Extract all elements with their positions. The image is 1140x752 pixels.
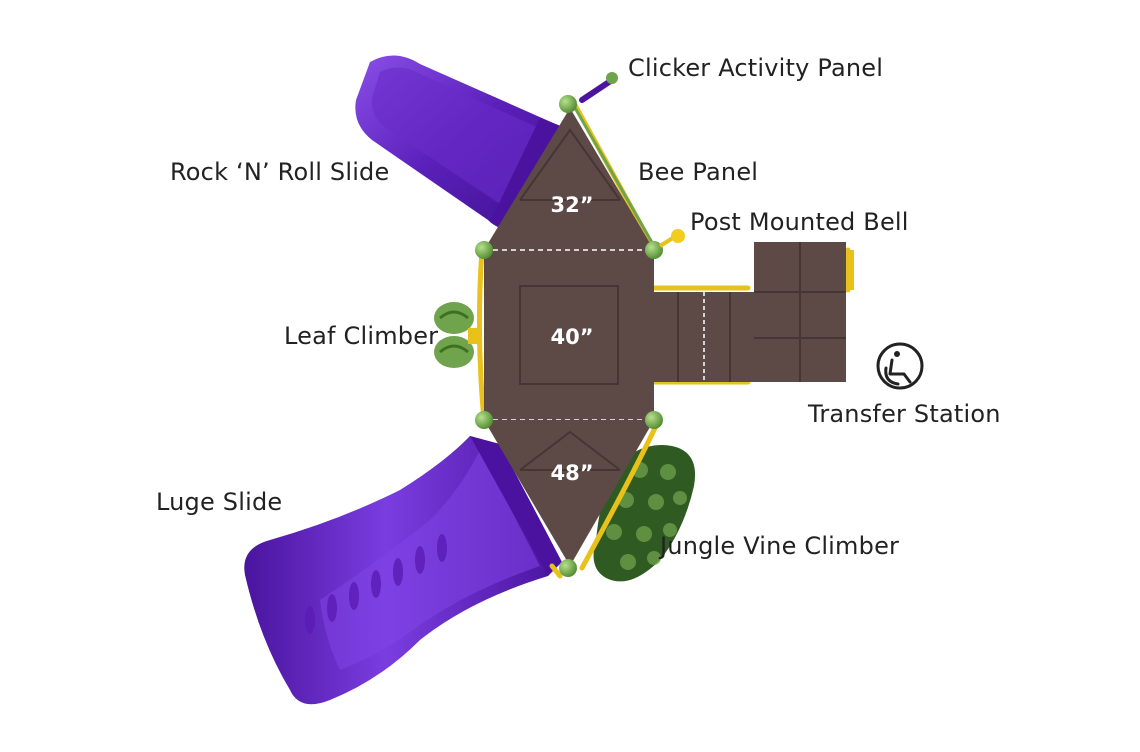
callout-bee-panel: Bee Panel — [638, 158, 759, 186]
callout-post-mounted-bell: Post Mounted Bell — [690, 208, 909, 236]
wheelchair-transfer-icon — [876, 342, 924, 390]
callout-clicker-activity-panel: Clicker Activity Panel — [628, 54, 884, 82]
clicker-activity-panel-shape — [579, 72, 618, 103]
post-mounted-bell-shape — [658, 229, 685, 248]
callout-jungle-vine-climber: Jungle Vine Climber — [660, 532, 900, 560]
transfer-station-shape — [652, 242, 854, 382]
deck-top-height: 32” — [550, 193, 593, 217]
deck-middle — [484, 249, 654, 421]
leaf-climber-shape — [434, 302, 480, 368]
callout-transfer-station: Transfer Station — [808, 400, 1001, 428]
deck-bottom-height: 48” — [550, 461, 593, 485]
callout-leaf-climber: Leaf Climber — [284, 322, 439, 350]
callout-rock-n-roll-slide: Rock ‘N’ Roll Slide — [170, 158, 390, 186]
posts — [475, 95, 663, 577]
deck-middle-height: 40” — [550, 325, 593, 349]
bee-panel-shape — [572, 105, 656, 247]
callout-luge-slide: Luge Slide — [156, 488, 283, 516]
luge-slide — [244, 436, 562, 705]
deck-top — [484, 108, 654, 250]
deck-bottom — [484, 420, 654, 566]
